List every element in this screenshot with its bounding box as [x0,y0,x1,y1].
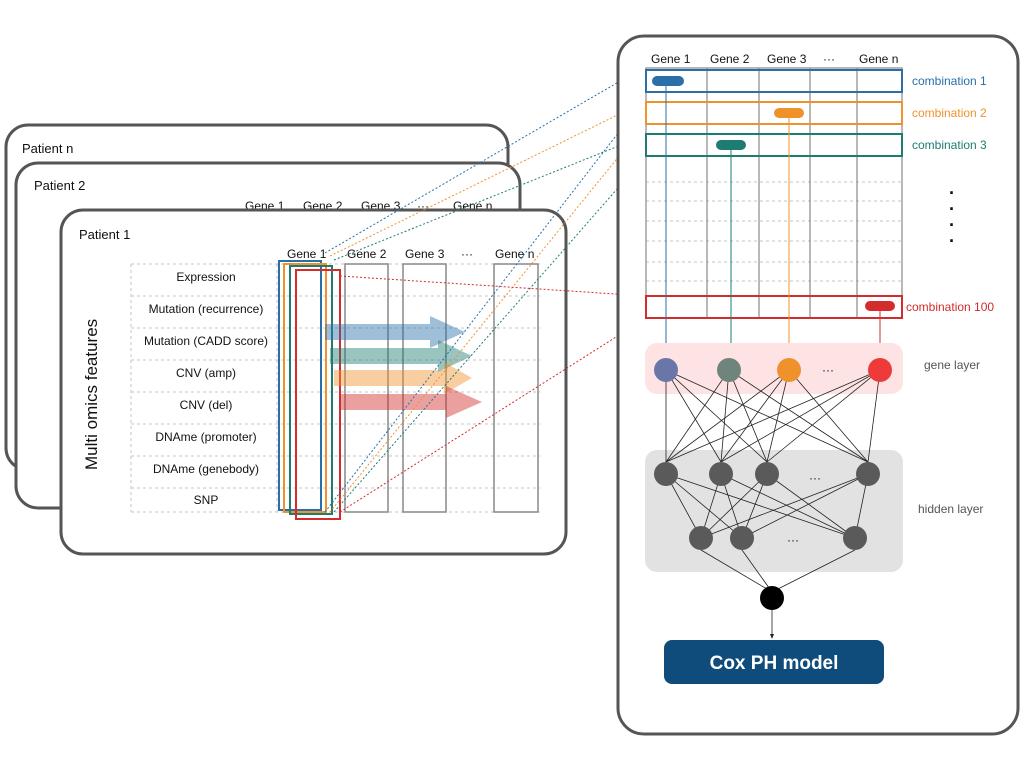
hidden1-node-n [856,462,880,486]
arrow-blue [325,316,465,348]
combination-3-marker [716,140,746,150]
gene1-box-red [295,269,341,520]
combination-3-label: combination 3 [912,138,987,152]
combination-2-label: combination 2 [912,106,987,120]
model-panel: Gene 1 Gene 2 Gene 3 ··· Gene n combinat… [616,34,1020,736]
hidden2-node-2 [730,526,754,550]
combination-2-marker [774,108,804,118]
patient-1-side-label: Multi omics features [82,319,101,470]
hidden2-node-n [843,526,867,550]
panel-ellipsis: ··· [823,52,835,66]
gene1-box-blue [278,260,322,511]
arrow-orange [334,362,472,394]
feature-label-snp: SNP [194,493,219,507]
vertical-dot-2: · [949,199,955,219]
feature-label-dname-promoter: DNAme (promoter) [155,430,256,444]
gene-node-3 [777,358,801,382]
patient-2-title: Patient 2 [34,178,85,193]
patient-1-gene2-header: Gene 2 [347,247,387,261]
hidden-layer-2-ellipsis: ··· [787,533,799,547]
hidden1-node-1 [654,462,678,486]
arrow-red [340,386,482,418]
patient-1-card: Patient 1 Multi omics features Gene 1 Ge… [59,208,568,556]
patient-1-gene3-header: Gene 3 [405,247,445,261]
patient-n-title: Patient n [22,141,73,156]
vertical-dot-3: · [949,215,955,235]
gene-layer-ellipsis: ··· [822,363,834,377]
gene2-column [344,263,389,513]
feature-grid [130,263,540,513]
cox-ph-model-box [664,640,884,684]
feature-label-mutation-recurrence: Mutation (recurrence) [149,302,264,316]
combination-100-marker [865,301,895,311]
cox-ph-model-label: Cox PH model [710,653,839,674]
gene1-box-teal [289,265,333,515]
patient-1-genen-header: Gene n [495,247,534,261]
combination-grid [645,67,903,319]
feature-label-mutation-cadd: Mutation (CADD score) [144,334,268,348]
gene3-column [402,263,447,513]
combination-1-label: combination 1 [912,74,987,88]
panel-gene3-header: Gene 3 [767,52,807,66]
hidden-layer-label: hidden layer [918,502,983,516]
gene-layer-background [645,343,903,394]
arrow-teal [330,340,472,372]
patient-1-title: Patient 1 [79,227,130,242]
panel-gene2-header: Gene 2 [710,52,750,66]
gene-node-n [868,358,892,382]
gene-node-1 [654,358,678,382]
genen-column [493,263,539,513]
hidden-layer-1-ellipsis: ··· [809,471,821,485]
combination-1-marker [652,76,684,86]
panel-gene1-header: Gene 1 [651,52,691,66]
feature-label-dname-genebody: DNAme (genebody) [153,462,259,476]
hidden1-node-2 [709,462,733,486]
connector-lines [324,65,647,513]
vertical-dot-4: · [949,231,955,251]
gene-node-2 [717,358,741,382]
hidden1-node-3 [755,462,779,486]
combination-100-label: combination 100 [906,300,994,314]
combination-2-row [645,101,903,125]
output-node [760,586,784,610]
combination-100-row [645,295,903,319]
hidden2-node-1 [689,526,713,550]
vertical-dot-1: · [949,183,955,203]
feature-label-cnv-amp: CNV (amp) [176,366,236,380]
combination-1-row [645,69,903,93]
combination-3-row [645,133,903,157]
gene1-box-orange [283,263,327,513]
feature-label-expression: Expression [176,270,235,284]
patient-1-gene1-header: Gene 1 [287,247,327,261]
feature-label-cnv-del: CNV (del) [180,398,233,412]
network-edges [665,369,881,639]
patient-1-ellipsis: ··· [461,247,473,261]
gene-layer-label: gene layer [924,358,980,372]
panel-genen-header: Gene n [859,52,898,66]
